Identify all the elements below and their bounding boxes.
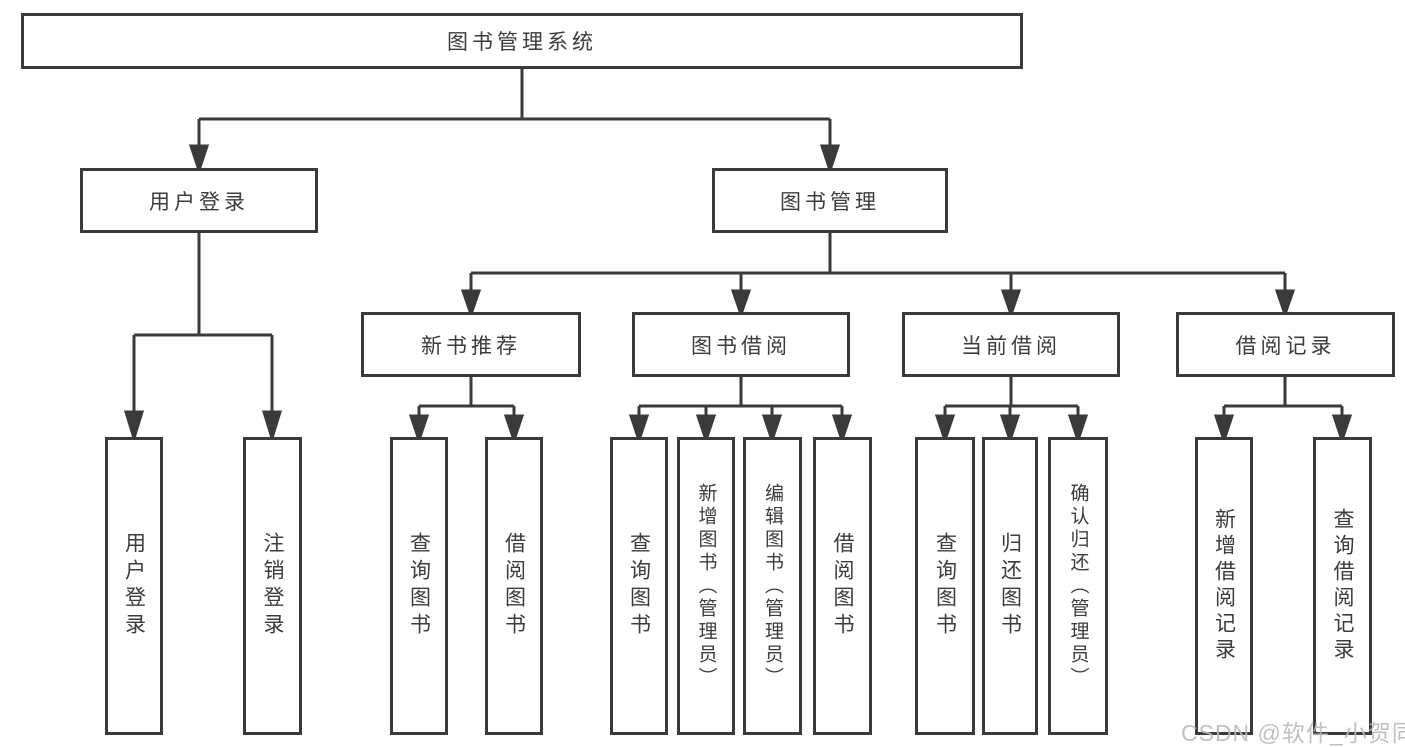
node-book-borrow: 图书借阅: [632, 312, 850, 377]
connector-borrow-to-leaves: [628, 377, 853, 445]
leaf-add-borrow-record: 新增借阅记录: [1195, 437, 1253, 735]
leaf-add-books-admin: 新增图书（管理员）: [677, 437, 735, 735]
leaf-user-login: 用户登录: [105, 437, 163, 735]
leaf-return-books: 归还图书: [982, 437, 1038, 735]
node-new-book-recommend: 新书推荐: [361, 312, 581, 377]
leaf-query-books-borrow: 查询图书: [610, 437, 668, 735]
node-borrow-record: 借阅记录: [1176, 312, 1395, 377]
node-current-borrow: 当前借阅: [902, 312, 1120, 377]
leaf-borrow-books-recommend: 借阅图书: [485, 437, 543, 735]
leaf-borrow-books: 借阅图书: [813, 437, 872, 735]
leaf-query-books-recommend: 查询图书: [390, 437, 448, 735]
leaf-logout: 注销登录: [243, 437, 302, 735]
node-book-management: 图书管理: [712, 168, 948, 233]
connector-record-to-leaves: [1213, 377, 1353, 445]
connector-bookmgmt-to-level3: [460, 233, 1296, 319]
node-user-login: 用户登录: [80, 168, 318, 233]
leaf-edit-books-admin: 编辑图书（管理员）: [743, 437, 802, 735]
leaf-query-books-current: 查询图书: [915, 437, 975, 735]
connector-current-to-leaves: [934, 377, 1089, 445]
watermark-csdn: CSDN @软件_小贺同学: [1181, 720, 1405, 746]
node-library-system: 图书管理系统: [21, 13, 1023, 69]
connector-root-to-level2: [188, 68, 841, 175]
leaf-query-borrow-record: 查询借阅记录: [1313, 437, 1372, 735]
connector-recommend-to-leaves: [408, 377, 525, 445]
connector-userlogin-to-leaves: [123, 233, 283, 444]
leaf-confirm-return-admin: 确认归还（管理员）: [1048, 437, 1108, 735]
